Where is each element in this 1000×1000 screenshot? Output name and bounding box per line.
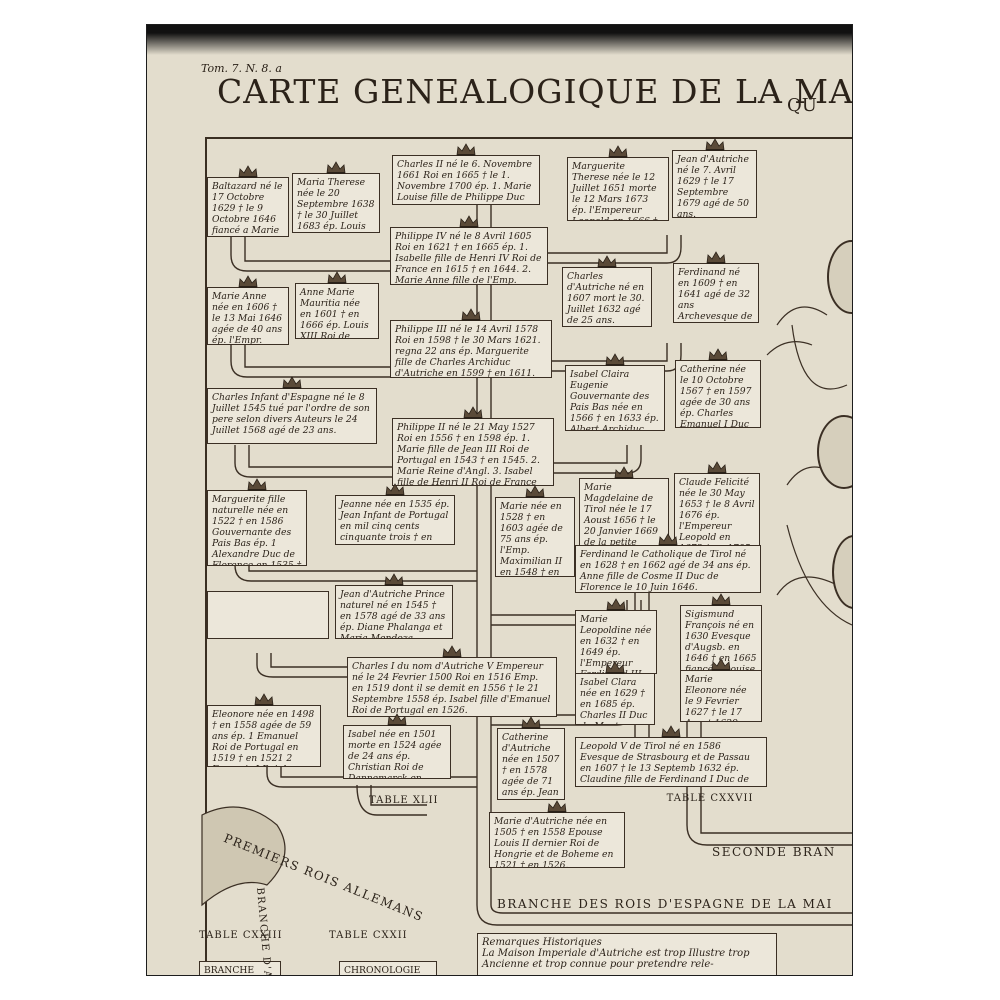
historical-remarks-box: Remarques Historiques La Maison Imperial… — [477, 933, 777, 975]
table-xlii-label: TABLE XLII — [369, 795, 439, 806]
crown-icon — [614, 466, 634, 479]
person-box-blank — [207, 591, 329, 639]
engraved-map-sheet: Tom. 7. N. 8. a CARTE GENEALOGIQUE DE LA… — [147, 25, 852, 975]
person-box-marie-eleonore: Marie Eleonore née le 9 Fevrier 1627 † l… — [680, 670, 762, 722]
crown-icon — [606, 598, 626, 611]
person-box-jean-autriche-1629: Jean d'Autriche né le 7. Avril 1629 † le… — [672, 150, 757, 218]
crown-icon — [711, 593, 731, 606]
person-box-isabel-1501: Isabel née en 1501 morte en 1524 agée de… — [343, 725, 451, 779]
crown-icon — [384, 573, 404, 586]
table-cxxiii-label: TABLE CXXIII — [199, 930, 283, 941]
crown-icon — [456, 143, 476, 156]
crown-icon — [461, 308, 481, 321]
crown-icon — [547, 800, 567, 813]
person-box-jeanne-1535: Jeanne née en 1535 ép. Jean Infant de Po… — [335, 495, 455, 545]
crown-icon — [442, 645, 462, 658]
crown-icon — [706, 251, 726, 264]
crown-icon — [605, 661, 625, 674]
crown-icon — [525, 485, 545, 498]
person-box-baltazard: Baltazard né le 17 Octobre 1629 † le 9 O… — [207, 177, 289, 237]
person-box-catherine-autriche: Catherine d'Autriche née en 1507 † en 15… — [497, 728, 565, 800]
person-box-catherine-1567: Catherine née le 10 Octobre 1567 † en 15… — [675, 360, 761, 428]
crown-icon — [238, 165, 258, 178]
person-box-maria-therese: Maria Therese née le 20 Septembre 1638 †… — [292, 173, 380, 233]
person-box-marie-1528: Marie née en 1528 † en 1603 agée de 75 a… — [495, 497, 575, 577]
person-box-leopold-v: Leopold V de Tirol né en 1586 Evesque de… — [575, 737, 767, 787]
crown-icon — [385, 483, 405, 496]
person-box-philippe-ii: Philippe II né le 21 May 1527 Roi en 155… — [392, 418, 554, 486]
person-box-sigismund: Sigismund François né en 1630 Evesque d'… — [680, 605, 762, 677]
person-box-isabel-claira-eugenie: Isabel Claira Eugenie Gouvernante des Pa… — [565, 365, 665, 431]
chart-frame — [205, 137, 852, 975]
family-tree-branches — [201, 200, 852, 926]
person-box-isabel-clara: Isabel Clara née en 1629 † en 1685 ép. C… — [575, 673, 655, 725]
person-box-charles-ii: Charles II né le 6. Novembre 1661 Roi en… — [392, 155, 540, 205]
crown-icon — [608, 145, 628, 158]
crown-icon — [658, 533, 678, 546]
crown-icon — [605, 353, 625, 366]
person-box-philippe-iv: Philippe IV né le 8 Avril 1605 Roi en 16… — [390, 227, 548, 285]
person-box-ferdinand-1609: Ferdinand né en 1609 † en 1641 agé de 32… — [673, 263, 759, 323]
crown-icon — [661, 725, 681, 738]
crown-icon — [459, 215, 479, 228]
crown-icon — [326, 161, 346, 174]
person-box-jean-autriche-prince: Jean d'Autriche Prince naturel né en 154… — [335, 585, 453, 639]
person-box-marie-magdelaine: Marie Magdelaine de Tirol née le 17 Aous… — [579, 478, 669, 556]
crown-icon — [254, 693, 274, 706]
crown-icon — [463, 406, 483, 419]
person-box-philippe-iii: Philippe III né le 14 Avril 1578 Roi en … — [390, 320, 552, 378]
crown-icon — [387, 713, 407, 726]
person-box-charles-i: Charles I du nom d'Autriche V Empereur n… — [347, 657, 557, 717]
person-box-marguerite-naturelle: Marguerite fille naturelle née en 1522 †… — [207, 490, 307, 566]
person-box-claude-felicite: Claude Felicité née le 30 May 1653 † le … — [674, 473, 760, 547]
crown-icon — [708, 348, 728, 361]
crown-icon — [705, 138, 724, 151]
chronologie-box: CHRONOLOGIE DES — [339, 961, 437, 975]
crown-icon — [282, 376, 302, 389]
table-cxxii-label: TABLE CXXII — [329, 930, 408, 941]
page-title: CARTE GENEALOGIQUE DE LA MAI — [217, 72, 852, 111]
table-cxxvii-label: TABLE CXXVII — [666, 793, 754, 804]
person-box-charles-autriche-1607: Charles d'Autriche né en 1607 mort le 30… — [562, 267, 652, 327]
person-box-anne-marie-mauritia: Anne Marie Mauritia née en 1601 † en 166… — [295, 283, 379, 339]
seconde-branche-label: SECONDE BRAN — [712, 845, 836, 859]
person-box-charles-infant: Charles Infant d'Espagne né le 8 Juillet… — [207, 388, 377, 444]
branche-chro-box: BRANCHE CHRO- — [199, 961, 281, 975]
tome-number: Tom. 7. N. 8. a — [201, 62, 282, 75]
crown-icon — [707, 461, 727, 474]
crown-icon — [711, 658, 731, 671]
crown-icon — [521, 716, 541, 729]
crown-icon — [247, 478, 267, 491]
crown-icon — [238, 275, 258, 288]
person-box-marie-autriche-1505: Marie d'Autriche née en 1505 † en 1558 E… — [489, 812, 625, 868]
person-box-eleonore-1498: Eleonore née en 1498 † en 1558 agée de 5… — [207, 705, 321, 767]
person-box-marie-anne-1606: Marie Anne née en 1606 † le 13 Mai 1646 … — [207, 287, 289, 345]
person-box-marguerite-therese: Marguerite Therese née le 12 Juillet 165… — [567, 157, 669, 221]
branche-rois-espagne-label: BRANCHE DES ROIS D'ESPAGNE DE LA MAI — [497, 897, 833, 911]
title-continuation: QU — [787, 95, 817, 116]
crown-icon — [327, 271, 347, 284]
person-box-ferdinand-tirol: Ferdinand le Catholique de Tirol né en 1… — [575, 545, 761, 593]
crown-icon — [597, 255, 617, 268]
